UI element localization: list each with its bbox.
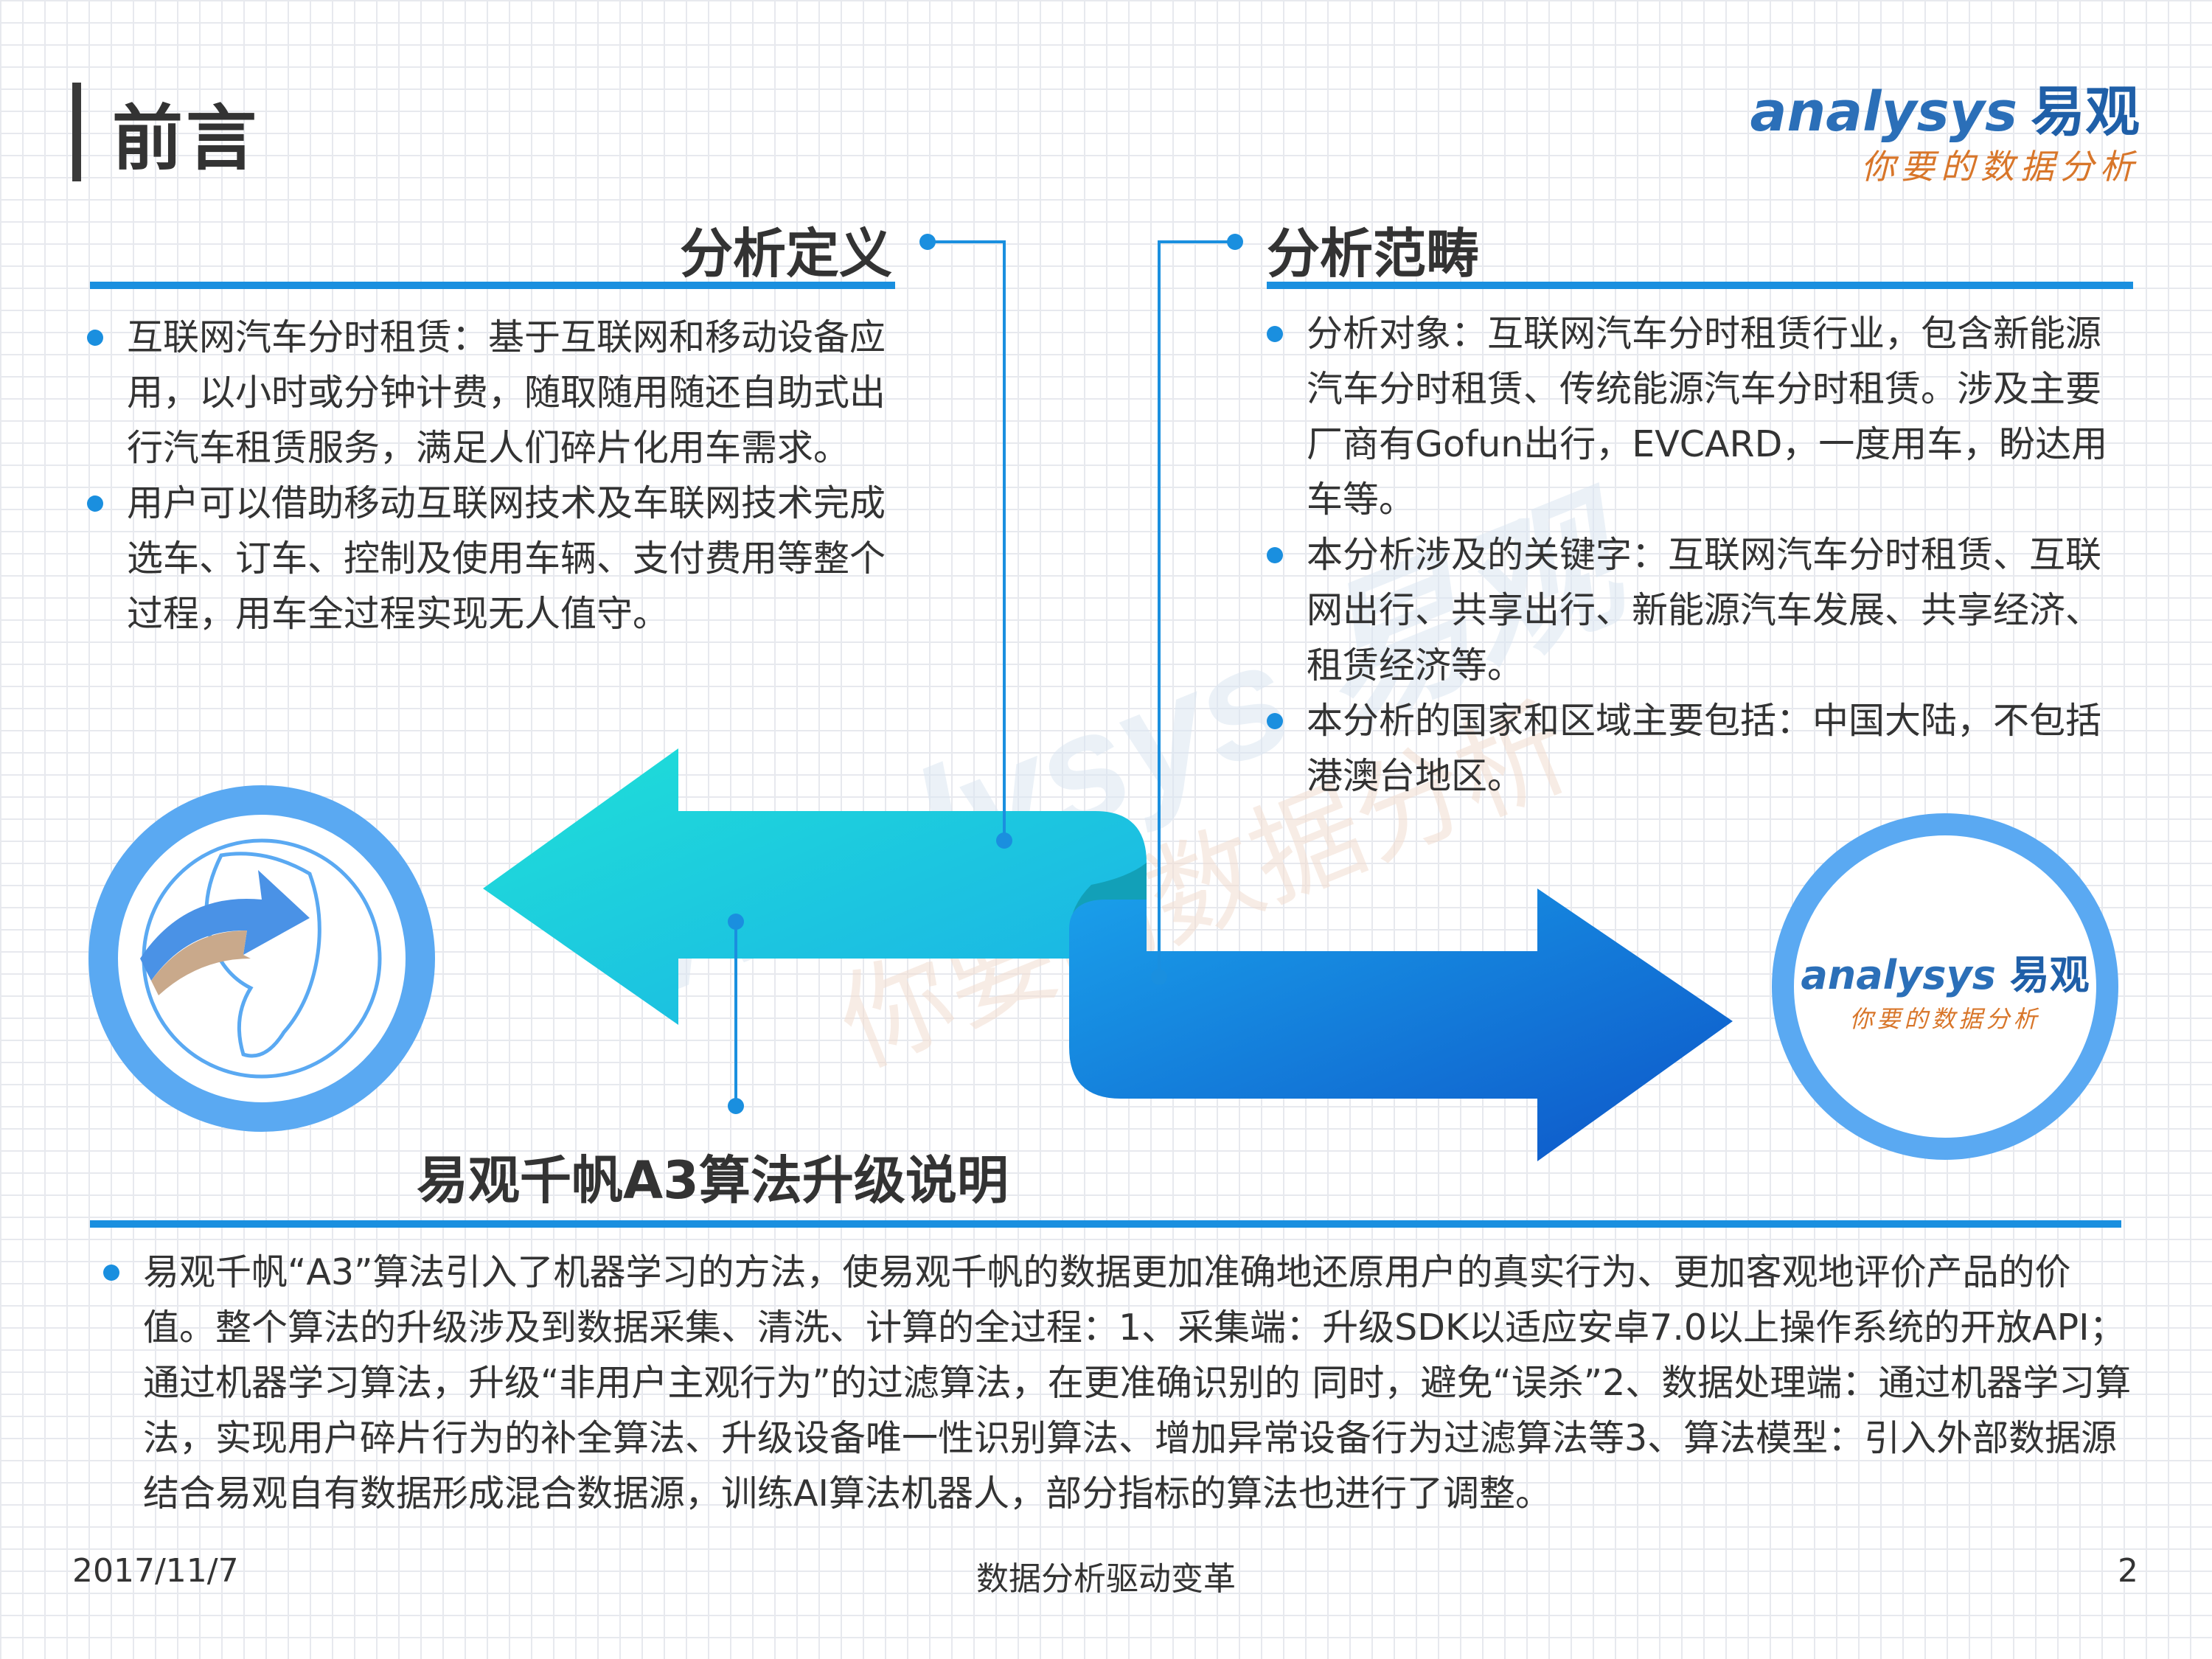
footer-slogan: 数据分析驱动变革 xyxy=(976,1560,1236,1598)
list-item-text: 用户可以借助移动互联网技术及车联网技术完成选车、订车、控制及使用车辆、支付费用等… xyxy=(127,482,886,635)
list-item-text: 互联网汽车分时租赁：基于互联网和移动设备应用，以小时或分钟计费，随取随用随还自助… xyxy=(127,316,886,469)
bullet-dot-icon xyxy=(87,495,103,512)
list-item: 本分析的国家和区域主要包括：中国大陆，不包括港澳台地区。 xyxy=(1267,693,2137,804)
logo-brand-cn: 易观 xyxy=(2031,80,2140,144)
definition-list: 互联网汽车分时租赁：基于互联网和移动设备应用，以小时或分钟计费，随取随用随还自助… xyxy=(87,310,905,641)
right-ring xyxy=(1772,813,2118,1160)
left-ring xyxy=(88,785,435,1132)
list-item-text: 本分析的国家和区域主要包括：中国大陆，不包括港澳台地区。 xyxy=(1307,700,2102,797)
right-arrow xyxy=(1069,888,1733,1161)
circle-logo-tagline: 你要的数据分析 xyxy=(1849,1005,2041,1033)
scope-heading: 分析范畴 xyxy=(1267,223,1480,285)
globe-arrow-shadow xyxy=(140,931,251,995)
list-item-text: 分析对象：互联网汽车分时租赁行业，包含新能源汽车分时租赁、传统能源汽车分时租赁。… xyxy=(1307,313,2108,521)
list-item: 分析对象：互联网汽车分时租赁行业，包含新能源汽车分时租赁、传统能源汽车分时租赁。… xyxy=(1267,306,2137,527)
algorithm-rule xyxy=(90,1220,2121,1228)
list-item-text: 易观千帆“A3”算法引入了机器学习的方法，使易观千帆的数据更加准确地还原用户的真… xyxy=(143,1251,2132,1514)
definition-list-wrap: 互联网汽车分时租赁：基于互联网和移动设备应用，以小时或分钟计费，随取随用随还自助… xyxy=(87,310,905,641)
list-item-text: 本分析涉及的关键字：互联网汽车分时租赁、互联网出行、共享出行、新能源汽车发展、共… xyxy=(1307,534,2102,686)
algorithm-heading: 易观千帆A3算法升级说明 xyxy=(417,1150,1009,1211)
list-item: 互联网汽车分时租赁：基于互联网和移动设备应用，以小时或分钟计费，随取随用随还自助… xyxy=(87,310,905,476)
globe-arrow-icon xyxy=(140,870,310,981)
bullet-dot-icon xyxy=(103,1265,119,1281)
left-arrow xyxy=(483,748,1147,1025)
scope-list: 分析对象：互联网汽车分时租赁行业，包含新能源汽车分时租赁、传统能源汽车分时租赁。… xyxy=(1267,306,2137,804)
list-item: 本分析涉及的关键字：互联网汽车分时租赁、互联网出行、共享出行、新能源汽车发展、共… xyxy=(1267,527,2137,693)
scope-rule xyxy=(1267,282,2133,289)
bullet-dot-icon xyxy=(1267,547,1283,563)
definition-rule xyxy=(90,282,895,289)
definition-heading: 分析定义 xyxy=(679,223,892,285)
circle-logo-en: analysys xyxy=(1801,952,1996,998)
circle-logo: analysys 易观 你要的数据分析 xyxy=(1798,942,2093,1034)
footer-date: 2017/11/7 xyxy=(72,1552,239,1590)
scope-list-wrap: 分析对象：互联网汽车分时租赁行业，包含新能源汽车分时租赁、传统能源汽车分时租赁。… xyxy=(1267,306,2137,804)
bullet-dot-icon xyxy=(1267,326,1283,342)
connector-dot xyxy=(1151,969,1167,985)
title-accent-bar xyxy=(72,83,81,181)
footer-page-number: 2 xyxy=(2118,1552,2138,1590)
list-item: 易观千帆“A3”算法引入了机器学习的方法，使易观千帆的数据更加准确地还原用户的真… xyxy=(103,1245,2138,1521)
connector-dot xyxy=(728,1098,744,1114)
connector-line xyxy=(1158,240,1235,977)
connector-dot xyxy=(996,832,1012,849)
bullet-dot-icon xyxy=(87,330,103,346)
connector-line xyxy=(928,240,1006,841)
circle-logo-cn: 易观 xyxy=(2009,952,2090,998)
logo-brand-en: analysys xyxy=(1750,80,2017,144)
bullet-dot-icon xyxy=(1267,713,1283,729)
algorithm-list-wrap: 易观千帆“A3”算法引入了机器学习的方法，使易观千帆的数据更加准确地还原用户的真… xyxy=(103,1245,2138,1521)
algorithm-list: 易观千帆“A3”算法引入了机器学习的方法，使易观千帆的数据更加准确地还原用户的真… xyxy=(103,1245,2138,1521)
list-item: 用户可以借助移动互联网技术及车联网技术完成选车、订车、控制及使用车辆、支付费用等… xyxy=(87,476,905,641)
logo-tagline: 你要的数据分析 xyxy=(1861,147,2140,187)
page-title: 前言 xyxy=(112,97,260,180)
